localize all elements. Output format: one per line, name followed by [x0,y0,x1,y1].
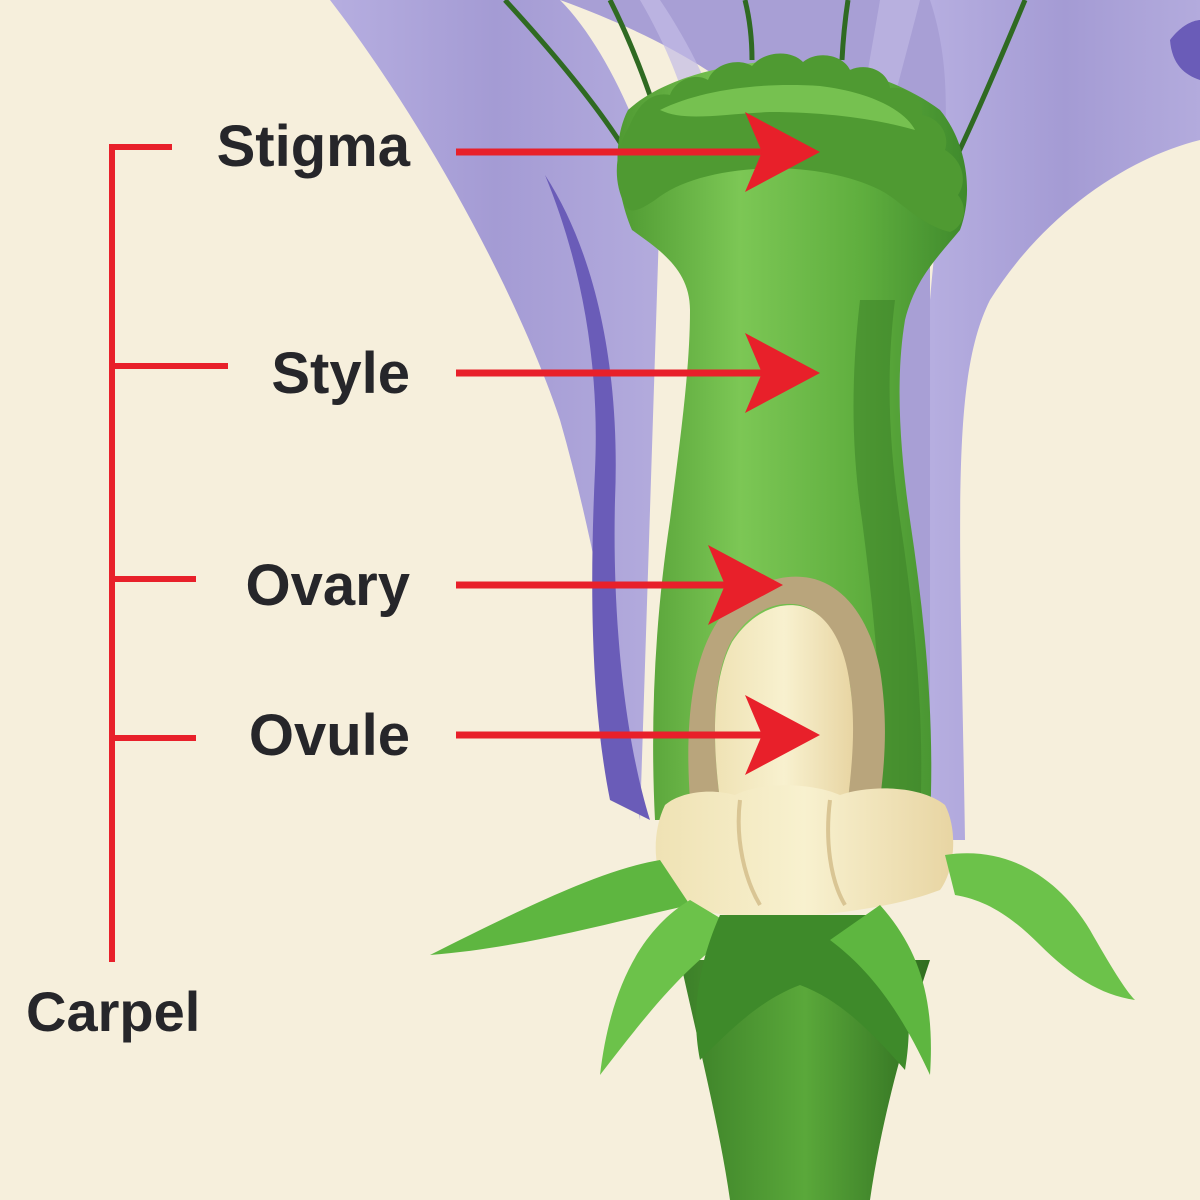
label-stigma: Stigma [216,114,410,179]
petal-left [330,0,660,820]
petal-right [930,0,1200,840]
sepal-right [945,853,1135,1000]
receptacle-crease-1 [736,799,762,907]
arrow-style [456,333,820,413]
ovule-body [715,605,854,800]
label-ovule: Ovule [248,703,410,768]
pistil [616,53,968,820]
filament-1 [503,0,628,152]
arrows [456,112,820,775]
carpel-bracket [109,144,228,962]
petal-left-fold [545,175,650,820]
arrow-ovary [456,545,783,625]
label-style: Style [271,341,410,406]
style-shadow [853,300,922,820]
filament-3 [742,0,755,61]
label-ovary: Ovary [245,553,410,618]
ovary [688,576,885,800]
receptacle [655,785,954,918]
petal-right-tip [1170,20,1200,80]
sepal-right-front [830,905,931,1075]
arrow-ovule [456,695,820,775]
sepal-left [430,860,690,955]
sepal-left-front [600,900,740,1075]
receptacle-crease-2 [826,799,847,907]
receptacle-body [655,785,954,918]
arrow-stigma [456,112,820,192]
ovary-wall [688,576,885,800]
sepals [430,853,1135,1200]
filament-4 [839,0,851,61]
label-carpel: Carpel [26,980,201,1043]
stigma-highlight [660,85,915,130]
